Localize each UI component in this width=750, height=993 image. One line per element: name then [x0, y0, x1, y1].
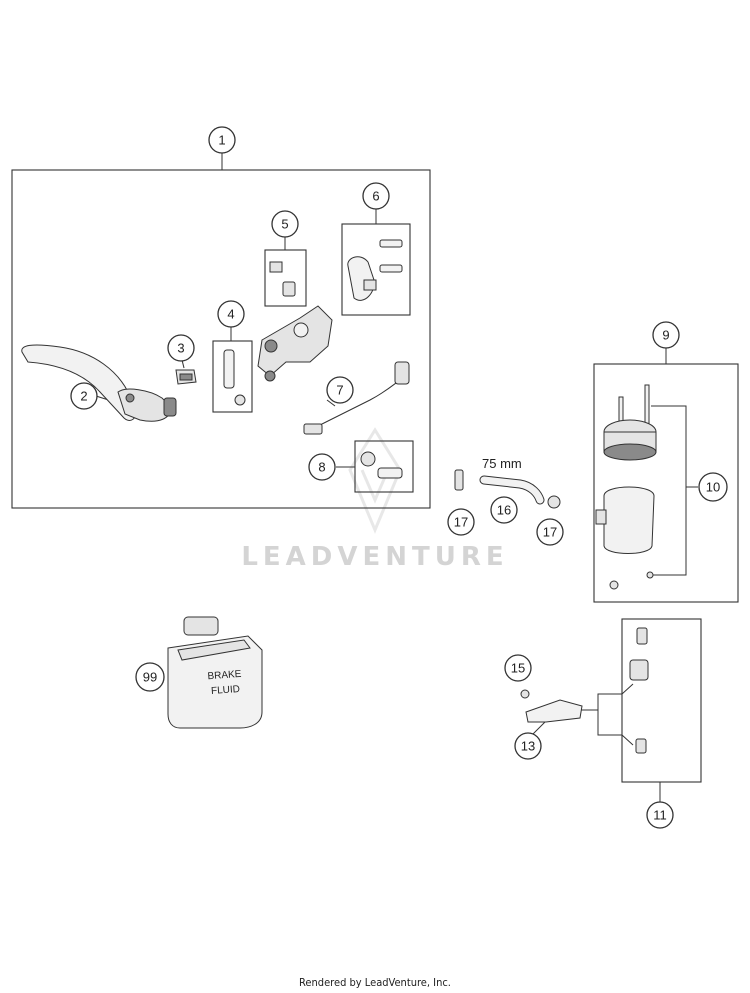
brake-fluid-bottle: [167, 616, 263, 729]
leader-10: [651, 405, 687, 576]
callout-9: 9: [652, 321, 680, 349]
callout-99: 99: [135, 662, 165, 692]
callout-15: 15: [504, 654, 532, 682]
callout-17-right: 17: [536, 518, 564, 546]
group-box-11: [621, 618, 702, 783]
hose-clamp: [454, 469, 561, 509]
cover-cap: [175, 369, 197, 385]
group-box-1: [11, 169, 431, 509]
svg-text:1: 1: [218, 133, 225, 148]
callout-11: 11: [646, 801, 674, 829]
reservoir-bracket: [520, 627, 649, 754]
bottle-label: BRAKE FLUID: [200, 666, 250, 699]
svg-text:6: 6: [372, 189, 379, 204]
svg-text:13: 13: [521, 739, 535, 754]
footer-credit: Rendered by LeadVenture, Inc.: [299, 976, 451, 989]
svg-text:17: 17: [454, 515, 468, 530]
pivot-pin-kit: [223, 349, 246, 406]
svg-text:5: 5: [281, 217, 288, 232]
callout-13: 13: [514, 732, 542, 760]
svg-text:15: 15: [511, 661, 525, 676]
master-cylinder: [257, 305, 333, 382]
svg-text:9: 9: [662, 328, 669, 343]
watermark-text: LEADVENTURE: [241, 542, 509, 572]
fluid-reservoir: [595, 384, 657, 590]
svg-text:2: 2: [80, 389, 87, 404]
handlebar-clamp: [347, 239, 403, 301]
watermark-emblem: [348, 427, 402, 534]
svg-text:16: 16: [497, 503, 511, 518]
svg-text:11: 11: [653, 808, 667, 823]
leader-13a: [578, 693, 622, 711]
callout-17-left: 17: [447, 508, 475, 536]
callout-2: 2: [70, 382, 98, 410]
callout-5: 5: [271, 210, 299, 238]
hose-length-label: 75 mm: [482, 456, 522, 471]
svg-text:8: 8: [318, 460, 325, 475]
callout-6: 6: [362, 182, 390, 210]
svg-text:4: 4: [227, 307, 234, 322]
switch-parts: [360, 451, 403, 479]
callout-16: 16: [490, 496, 518, 524]
brake-light-switch: [303, 361, 410, 435]
svg-text:17: 17: [543, 525, 557, 540]
svg-text:10: 10: [706, 480, 720, 495]
bleed-valve: [269, 261, 296, 297]
callout-7: 7: [326, 376, 354, 404]
svg-text:3: 3: [177, 341, 184, 356]
callout-8: 8: [308, 453, 336, 481]
svg-text:99: 99: [143, 670, 157, 685]
brake-hose: [479, 475, 545, 505]
callout-1: 1: [208, 126, 236, 154]
callout-3: 3: [167, 334, 195, 362]
brake-lever: [21, 344, 177, 422]
callout-4: 4: [217, 300, 245, 328]
sub-box-5: [264, 249, 307, 307]
callout-10: 10: [698, 472, 728, 502]
svg-text:7: 7: [336, 383, 343, 398]
sub-box-4: [212, 340, 253, 413]
